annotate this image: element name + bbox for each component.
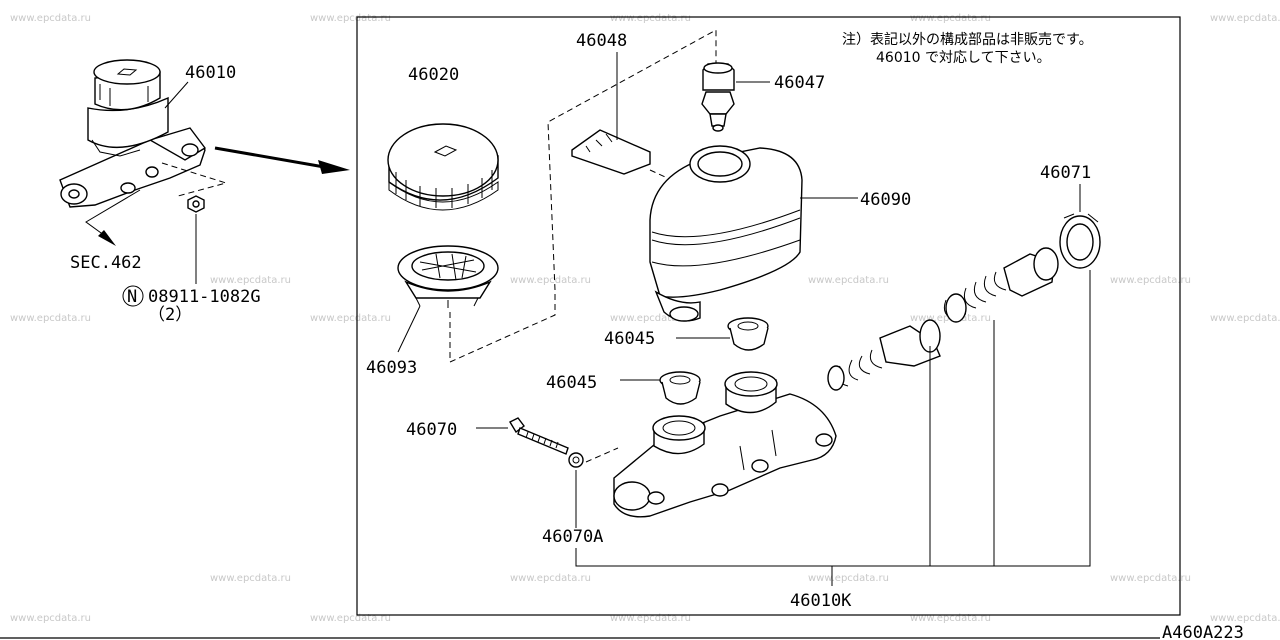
label-46070: 46070	[406, 420, 457, 440]
watermark: www.epcdata.ru	[10, 313, 91, 324]
stopper-bolt-46070	[476, 417, 569, 455]
watermark: www.epcdata.ru	[510, 573, 591, 584]
label-46071: 46071	[1040, 163, 1091, 183]
label-46093: 46093	[366, 358, 417, 378]
label-46070a: 46070A	[542, 527, 603, 547]
assembled-master-cylinder	[59, 59, 350, 307]
strainer-46093	[397, 29, 717, 363]
label-46047: 46047	[774, 73, 825, 93]
clip-46048	[571, 52, 677, 183]
kit-bracket	[575, 270, 1091, 586]
label-sec-462[interactable]: SEC.462	[70, 253, 142, 273]
bolt-46047	[701, 62, 770, 132]
watermark: www.epcdata.ru	[610, 313, 691, 324]
watermark: www.epcdata.ru	[10, 13, 91, 24]
label-46010: 46010	[185, 63, 236, 83]
watermark: www.epcdata.ru	[1210, 13, 1280, 24]
watermark: www.epcdata.ru	[808, 275, 889, 286]
label-46010k: 46010K	[790, 591, 852, 611]
label-quantity: （2）	[148, 305, 192, 325]
watermark: www.epcdata.ru	[310, 13, 391, 24]
note-line-1: 注）表記以外の構成部品は非販売です。	[842, 31, 1093, 48]
watermark: www.epcdata.ru	[210, 573, 291, 584]
reservoir-cap-46020	[387, 123, 499, 211]
grommet-46045-upper	[676, 317, 769, 351]
watermark: www.epcdata.ru	[1210, 313, 1280, 324]
detail-frame	[356, 16, 1181, 616]
watermark: www.epcdata.ru	[910, 613, 991, 624]
labels: 46010 SEC.462 N 08911-1082G （2） 46020 46…	[70, 31, 1244, 640]
label-46045-lower: 46045	[546, 373, 597, 393]
watermark: www.epcdata.ru	[510, 275, 591, 286]
piston-spring-set	[827, 184, 1101, 391]
cylinder-body	[613, 371, 837, 518]
watermark: www.epcdata.ru	[1110, 573, 1191, 584]
watermark: www.epcdata.ru	[610, 613, 691, 624]
watermark: www.epcdata.ru	[1110, 275, 1191, 286]
watermark: www.epcdata.ru	[310, 613, 391, 624]
watermark: www.epcdata.ru	[10, 613, 91, 624]
watermark: www.epcdata.ru	[1210, 613, 1280, 624]
grommet-46045-lower	[620, 371, 701, 405]
watermark: www.epcdata.ru	[910, 13, 991, 24]
reservoir-tank-46090	[649, 145, 858, 322]
watermark: www.epcdata.ru	[310, 313, 391, 324]
label-46090: 46090	[860, 190, 911, 210]
label-n-prefix: N	[127, 287, 137, 307]
watermark: www.epcdata.ru	[808, 573, 889, 584]
watermark: www.epcdata.ru	[610, 13, 691, 24]
diagram-code: A460A223	[1162, 623, 1244, 640]
label-46048: 46048	[576, 31, 627, 51]
label-46045-upper: 46045	[604, 329, 655, 349]
washer-46070A	[568, 447, 619, 528]
watermark: www.epcdata.ru	[210, 275, 291, 286]
label-46020: 46020	[408, 65, 459, 85]
label-08911-1082g: 08911-1082G	[148, 287, 261, 307]
note-line-2: 46010 で対応して下さい。	[876, 50, 1051, 66]
